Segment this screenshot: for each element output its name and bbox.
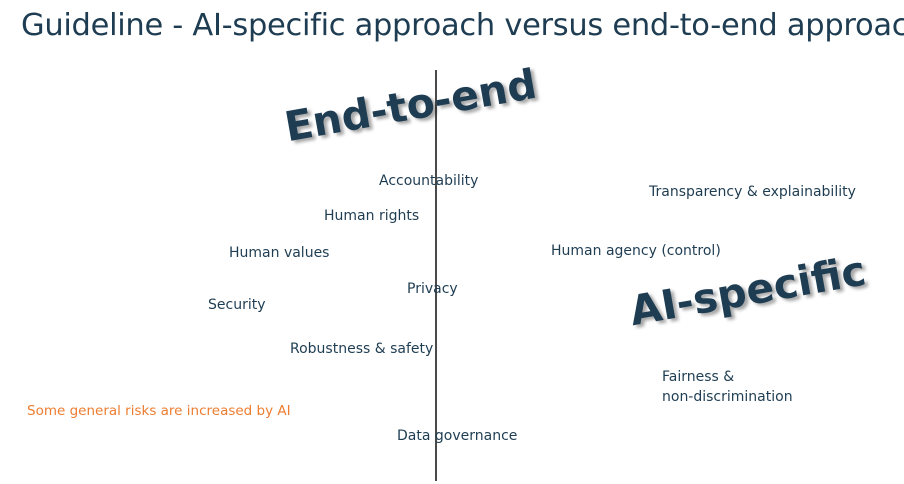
item-human-values: Human values <box>229 245 330 261</box>
item-accountability: Accountability <box>379 173 479 189</box>
item-human-agency: Human agency (control) <box>551 243 721 259</box>
divider-axis <box>435 70 437 481</box>
item-fairness-line2: non-discrimination <box>662 389 793 405</box>
item-robustness-safety: Robustness & safety <box>290 341 434 357</box>
item-human-rights: Human rights <box>324 208 420 224</box>
item-data-governance: Data governance <box>397 428 518 444</box>
slide-title: Guideline - AI-specific approach versus … <box>21 8 904 43</box>
item-transparency-explainability: Transparency & explainability <box>649 184 856 200</box>
item-privacy: Privacy <box>407 281 458 297</box>
item-security: Security <box>208 297 266 313</box>
item-fairness-line1: Fairness & <box>662 369 735 385</box>
end-to-end-label: End-to-end <box>281 59 541 152</box>
general-risks-note: Some general risks are increased by AI <box>27 403 291 419</box>
